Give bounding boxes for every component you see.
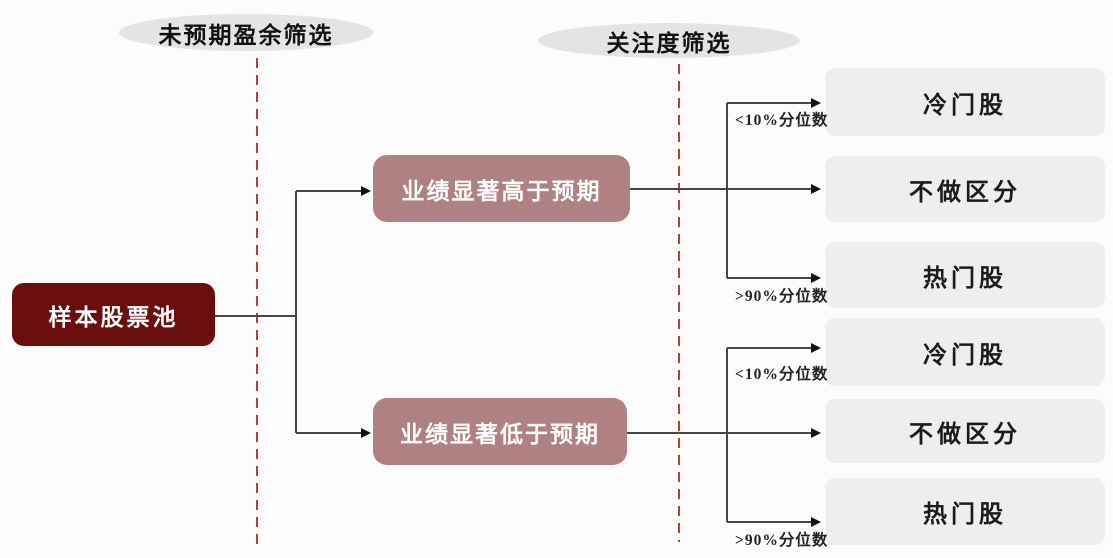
node-sample-stock-pool: 样本股票池 [12,283,215,346]
edge-label-below-10pct-upper: <10%分位数 [735,112,829,129]
edge-label-below-10pct-lower: <10%分位数 [735,366,829,383]
node-outcome-cold-stock-2: 冷门股 [825,318,1105,386]
edge-label-above-90pct-upper: >90%分位数 [735,288,829,305]
node-outcome-hot-stock-1: 热门股 [825,242,1105,308]
stage-label-attention-screen: 关注度筛选 [538,23,800,58]
node-outcome-no-distinction-2: 不做区分 [825,399,1105,463]
node-outcome-cold-stock-1: 冷门股 [825,68,1105,136]
edge-label-above-90pct-lower: >90%分位数 [735,532,829,549]
node-earnings-above-expectation: 业绩显著高于预期 [373,155,630,222]
stage-label-unexpected-earnings-screen: 未预期盈余筛选 [119,14,373,51]
node-outcome-hot-stock-2: 热门股 [825,478,1105,545]
node-earnings-below-expectation: 业绩显著低于预期 [373,398,627,465]
node-outcome-no-distinction-1: 不做区分 [825,156,1105,222]
